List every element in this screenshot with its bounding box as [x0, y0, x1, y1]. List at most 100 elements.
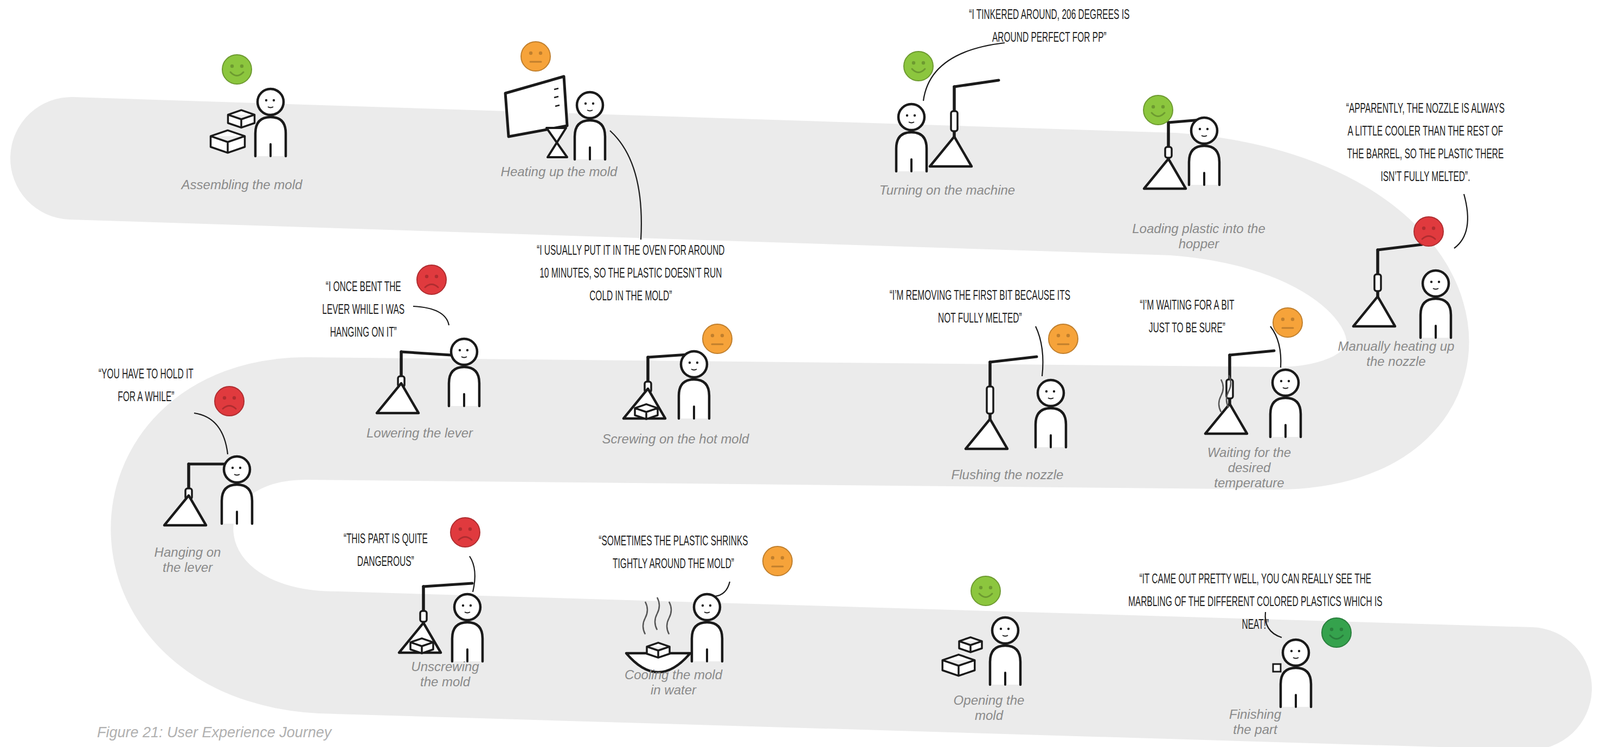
step-caption: Unscrewing the mold — [407, 659, 484, 690]
person-mouth — [461, 356, 467, 358]
machine-barrel — [420, 611, 427, 622]
face-eye — [1056, 333, 1060, 338]
emotion-face — [762, 546, 793, 576]
stick-person — [452, 594, 483, 662]
person-body — [1280, 667, 1312, 708]
person-eye — [1206, 127, 1209, 131]
person-eye — [913, 114, 916, 117]
person-legs — [1004, 672, 1007, 685]
face-eye — [434, 274, 439, 279]
person-legs — [692, 406, 696, 419]
person-head — [451, 338, 478, 365]
stick-person — [691, 594, 723, 662]
face-mouth — [1282, 327, 1294, 330]
leader-line — [1270, 326, 1281, 368]
leader-line — [923, 42, 1005, 101]
step-caption: Turning on the machine — [833, 182, 1062, 198]
person-mouth — [1282, 387, 1289, 389]
emotion-face — [903, 51, 934, 81]
face-eye — [529, 51, 533, 55]
face-mouth — [1057, 343, 1069, 346]
user-quote: “I USUALLY PUT IT IN THE OVEN FOR AROUND… — [535, 238, 726, 307]
person-legs — [1203, 172, 1206, 185]
person-head — [454, 594, 481, 621]
face-mouth — [911, 68, 925, 73]
person-eye — [1280, 380, 1283, 383]
person-eye — [239, 466, 242, 469]
user-quote: “I TINKERED AROUND, 206 DEGREES IS AROUN… — [951, 2, 1147, 49]
mold-outline — [410, 638, 434, 654]
face-disc — [1048, 324, 1078, 354]
person-mouth — [1293, 657, 1299, 659]
injection-machine — [376, 351, 452, 414]
leader-line — [1454, 194, 1468, 249]
face-eye — [1281, 317, 1285, 321]
machine-barrel — [1374, 274, 1381, 292]
emotion-face — [1143, 95, 1173, 125]
person-head — [1037, 380, 1064, 407]
person-body — [1035, 408, 1066, 448]
face-eye — [230, 64, 234, 68]
stick-person — [896, 104, 927, 172]
person-head — [1282, 639, 1309, 666]
machine-lever — [1229, 350, 1275, 356]
machine-base — [1144, 158, 1186, 189]
emotion-face — [416, 265, 447, 295]
figure-caption: Figure 21: User Experience Journey — [97, 724, 332, 742]
steam-line — [666, 601, 672, 635]
face-mouth — [458, 537, 472, 541]
person-eye — [231, 466, 234, 469]
injection-machine — [1353, 244, 1423, 327]
person-head — [992, 617, 1019, 644]
person-eye — [1287, 380, 1290, 383]
person-body — [452, 622, 483, 662]
person-legs — [588, 147, 591, 160]
person-head — [257, 88, 284, 115]
person-mouth — [587, 110, 593, 112]
face-eye — [780, 556, 785, 560]
steam-line — [654, 597, 660, 631]
stick-person — [574, 92, 606, 160]
person-eye — [272, 99, 275, 102]
person-legs — [235, 511, 239, 524]
step-caption: Flushing the nozzle — [898, 467, 1116, 483]
face-eye — [1161, 105, 1165, 109]
leader-line — [714, 581, 730, 597]
person-legs — [463, 394, 466, 407]
stick-person — [678, 351, 710, 419]
face-disc — [1321, 618, 1352, 648]
mold-box — [646, 643, 670, 659]
person-body — [221, 484, 253, 524]
person-head — [576, 92, 603, 119]
person-head — [898, 104, 925, 131]
face-disc — [222, 54, 252, 85]
emotion-face — [1273, 307, 1303, 338]
user-quote: “I’M WAITING FOR A BIT JUST TO BE SURE” — [1128, 293, 1245, 339]
mold-outline — [646, 643, 670, 659]
person-eye — [1045, 390, 1048, 393]
face-disc — [1143, 95, 1173, 125]
face-eye — [232, 396, 236, 400]
user-quote: “I’M REMOVING THE FIRST BIT BECAUSE ITS … — [882, 283, 1078, 330]
mold-box — [210, 130, 246, 153]
face-disc — [903, 51, 934, 81]
emotion-face — [702, 324, 732, 354]
person-eye — [1052, 390, 1056, 393]
face-disc — [971, 576, 1001, 606]
hourglass — [546, 127, 568, 158]
person-eye — [1290, 650, 1293, 653]
step-caption: Lowering the lever — [338, 425, 501, 441]
face-disc — [416, 265, 447, 295]
person-body — [990, 645, 1021, 685]
mold-outline — [228, 110, 255, 128]
step-caption: Heating up the mold — [445, 164, 673, 180]
machine-barrel — [950, 111, 958, 132]
mold-box — [634, 404, 658, 420]
person-eye — [584, 102, 587, 105]
emotion-face — [222, 54, 252, 85]
person-body — [574, 120, 606, 160]
user-quote: “THIS PART IS QUITE DANGEROUS” — [332, 527, 439, 573]
stick-person — [255, 88, 286, 157]
face-mouth — [1329, 635, 1344, 640]
